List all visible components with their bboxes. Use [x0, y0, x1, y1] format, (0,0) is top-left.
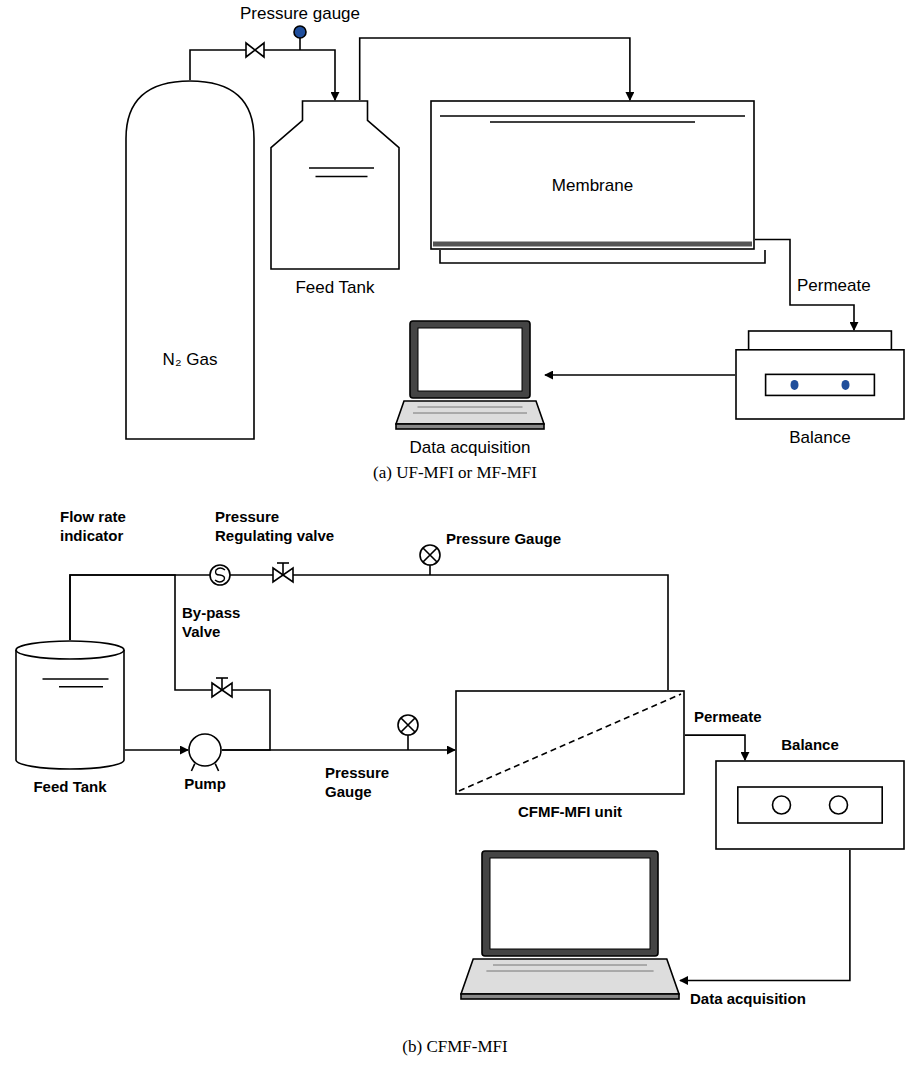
feed-tank-outline — [270, 100, 400, 270]
gauge-mark — [423, 548, 437, 562]
node-label: Balance — [789, 428, 850, 448]
laptop-outline — [460, 850, 680, 1000]
gauge-symbol — [398, 715, 418, 735]
pipe-connector — [70, 575, 668, 690]
feed-tank: Feed Tank — [15, 640, 125, 770]
gauge-stem — [299, 38, 301, 50]
gas-cylinder: N₂ Gas — [125, 80, 255, 440]
feed-tank: Feed Tank — [270, 100, 400, 270]
valve-handle — [216, 677, 228, 679]
pump-outline — [188, 733, 222, 767]
node-label: Feed Tank — [33, 778, 106, 796]
valve-symbol — [246, 43, 264, 57]
flow-label: Permeate — [692, 708, 764, 726]
node-label: CFMF-MFI unit — [518, 803, 622, 821]
laptop-outline — [395, 320, 545, 430]
component-label: Flow rate indicator — [60, 508, 145, 546]
node-label: Data acquisition — [410, 438, 531, 458]
node-label: Membrane — [552, 176, 633, 196]
balance-outline — [735, 330, 905, 420]
pipe-connector — [685, 735, 745, 760]
balance: Balance — [715, 760, 905, 850]
gauge-symbol — [420, 545, 440, 565]
laptop: Data acquisition — [395, 320, 545, 430]
component-label: Pressure Gauge — [446, 530, 561, 549]
node-label: Pump — [184, 775, 226, 793]
component-label: Pressure Gauge — [325, 764, 401, 802]
feed-tank-outline — [15, 640, 125, 770]
pipe-connector — [545, 374, 735, 376]
node-label: Balance — [781, 736, 839, 754]
valve-stem — [221, 678, 223, 690]
node-label: Data acquisition — [690, 990, 806, 1008]
gauge-stem — [407, 735, 409, 750]
flow-indicator-mark — [215, 568, 225, 582]
gas-cylinder-outline — [125, 80, 255, 440]
node-label: N₂ Gas — [163, 350, 218, 370]
figure-caption: (b) CFMF-MFI — [402, 1036, 507, 1057]
laptop: Data acquisition — [460, 850, 680, 1000]
gauge-stem — [429, 565, 431, 575]
gauge-symbol — [294, 26, 306, 38]
pipe-connector — [680, 850, 850, 981]
cfmf-unit-outline — [455, 690, 685, 795]
cfmf-unit: CFMF-MFI unit — [455, 690, 685, 795]
node-label: Feed Tank — [295, 278, 374, 298]
figure-caption: (a) UF-MFI or MF-MFI — [373, 462, 537, 483]
component-label: By-pass Valve — [182, 604, 248, 642]
membrane-cell-outline — [430, 100, 755, 250]
membrane-cell: Membrane — [430, 100, 755, 250]
pump: Pump — [188, 733, 222, 767]
valve-handle — [277, 562, 289, 564]
flow-indicator-symbol — [210, 565, 230, 585]
component-label: Pressure Regulating valve — [215, 508, 343, 546]
membrane-holder — [440, 250, 765, 263]
pipe-connector — [360, 38, 630, 100]
pipe-connector — [125, 749, 188, 751]
balance: Balance — [735, 330, 905, 420]
valve-stem — [282, 563, 284, 575]
balance-outline — [715, 760, 905, 850]
component-label: Pressure gauge — [240, 3, 360, 24]
gauge-mark — [401, 718, 415, 732]
flow-label: Permeate — [795, 276, 873, 296]
